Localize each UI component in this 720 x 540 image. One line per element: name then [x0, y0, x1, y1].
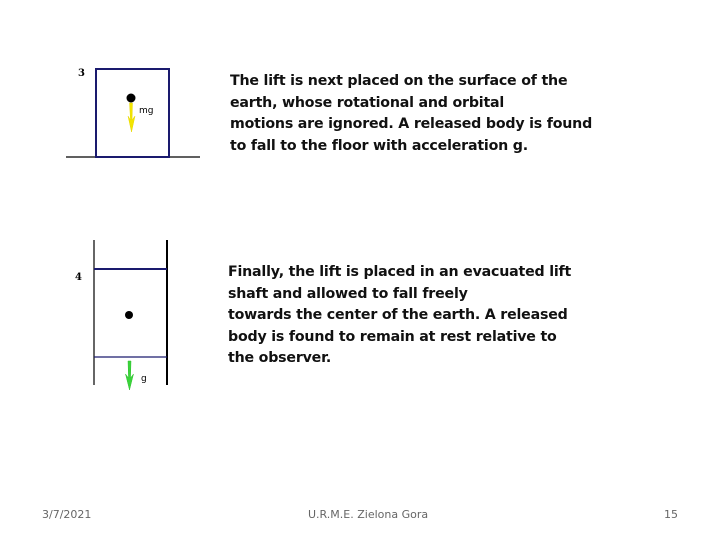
paragraph-lift-on-surface: The lift is next placed on the surface o…	[230, 71, 592, 157]
force-label-mg: mg	[139, 106, 154, 116]
text-line: shaft and allowed to fall freely	[228, 285, 468, 302]
text-line: to fall to the floor with acceleration g…	[230, 137, 528, 154]
figure-4-number: 4	[75, 272, 82, 283]
footer-date: 3/7/2021	[42, 508, 92, 521]
lift-4-diagram	[93, 240, 168, 391]
figure-3-number: 3	[78, 68, 85, 79]
text-line: towards the center of the earth. A relea…	[228, 307, 568, 324]
text-line: the observer.	[228, 350, 332, 367]
text-line: Finally, the lift is placed in an evacua…	[228, 264, 572, 280]
lift-3-diagram	[66, 68, 200, 158]
text-line: motions are ignored. A released body is …	[230, 116, 593, 133]
figure-3-lift-on-surface	[60, 60, 210, 170]
accel-label-g: g	[141, 374, 147, 384]
figure-4-lift-free-fall	[60, 230, 190, 400]
text-line: earth, whose rotational and orbital	[230, 94, 505, 111]
footer-title: U.R.M.E. Zielona Gora	[308, 508, 429, 521]
text-line: The lift is next placed on the surface o…	[230, 73, 568, 89]
page-number: 15	[664, 508, 678, 521]
text-line: body is found to remain at rest relative…	[228, 328, 557, 345]
paragraph-lift-free-fall: Finally, the lift is placed in an evacua…	[228, 262, 571, 370]
